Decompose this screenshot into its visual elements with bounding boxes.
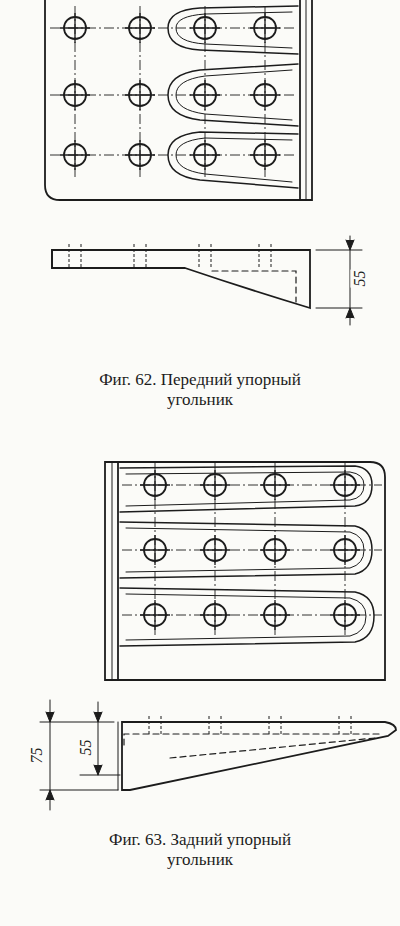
hidden-hole (209, 716, 221, 734)
hole-cross (140, 470, 170, 500)
hole-cross (330, 535, 360, 565)
hidden-hole (69, 244, 81, 268)
dimension-75-55 (40, 700, 120, 810)
hole-cross (250, 140, 280, 170)
flange-edge (306, 0, 307, 200)
hole-cross (190, 140, 220, 170)
hole-cross (200, 535, 230, 565)
hole-cross (330, 600, 360, 630)
hole-cross (140, 535, 170, 565)
rib-slots (168, 6, 298, 188)
hidden-hole (339, 716, 351, 734)
hole-cross (140, 600, 170, 630)
hole-cross (330, 470, 360, 500)
hidden-hole (134, 244, 146, 268)
hole-cross (260, 600, 290, 630)
hole-cross (260, 470, 290, 500)
hole-cross (250, 13, 280, 43)
hole-cross (60, 80, 90, 110)
hidden-hole (149, 716, 161, 734)
plate-outline (105, 462, 385, 680)
hole-cross (200, 600, 230, 630)
figure-caption: Фиг. 62. Передний упорный угольник (75, 370, 325, 411)
hole-cross (60, 13, 90, 43)
side-view (122, 722, 396, 790)
hole-cross (250, 80, 280, 110)
hidden-hole (259, 244, 271, 268)
rib-slots (120, 466, 374, 646)
hole-cross (60, 140, 90, 170)
hole-cross (125, 140, 155, 170)
hidden-line (124, 734, 380, 758)
hole-cross (125, 13, 155, 43)
dimension-value: 55 (76, 739, 95, 757)
hidden-hole (269, 716, 281, 734)
hole-cross (190, 80, 220, 110)
dimension-value: 55 (350, 270, 369, 288)
hole-cross (200, 470, 230, 500)
plate-outline (45, 0, 312, 200)
hidden-line (212, 271, 296, 302)
figure-caption: Фиг. 63. Задний упорный угольник (75, 830, 325, 871)
side-view (52, 250, 310, 308)
hidden-hole (199, 244, 211, 268)
dimension-value: 75 (27, 747, 46, 765)
hole-cross (190, 13, 220, 43)
hole-cross (260, 535, 290, 565)
flange-edge (299, 0, 301, 200)
hole-cross (125, 80, 155, 110)
